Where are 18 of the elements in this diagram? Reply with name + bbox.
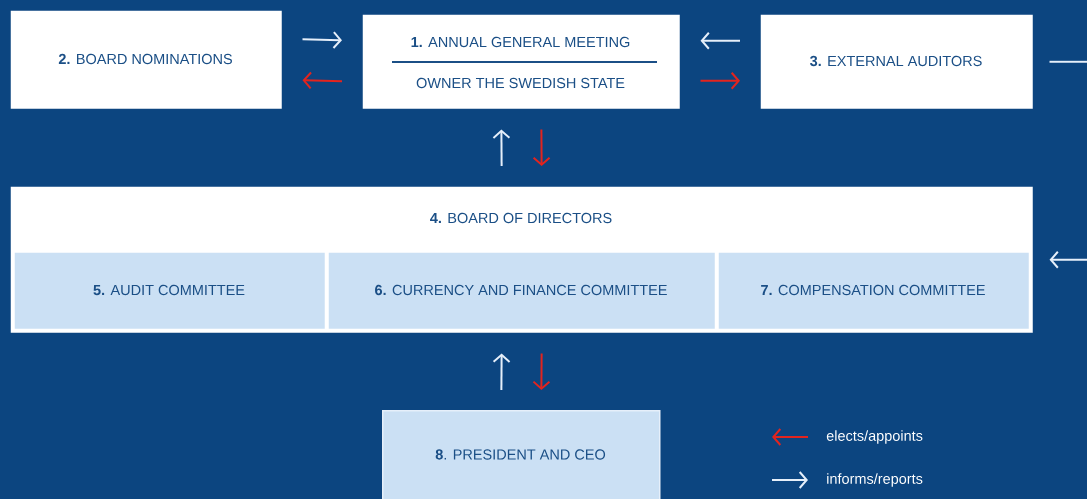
arrow <box>492 353 511 391</box>
arrow <box>1048 60 1087 269</box>
committee-box: 5. AUDIT COMMITTEE <box>14 252 325 329</box>
org-box: 8. PRESIDENT AND CEO <box>382 410 661 499</box>
arrow <box>301 31 342 50</box>
org-box: 2. BOARD NOMINATIONS <box>10 10 282 109</box>
org-box: 1. ANNUAL GENERAL MEETING OWNER THE SWEDISH STATE <box>362 14 680 109</box>
committee-box: 6. CURRENCY AND FINANCE COMMITTEE <box>328 252 715 329</box>
arrow <box>532 128 551 166</box>
arrow <box>699 71 740 90</box>
committee-box: 7. COMPENSATION COMMITTEE <box>718 252 1029 329</box>
org-box: 3. EXTERNAL AUDITORS <box>760 14 1033 109</box>
legend-label: informs/reports <box>827 473 923 487</box>
arrow <box>302 71 343 90</box>
arrow <box>700 31 741 50</box>
arrow <box>532 352 551 390</box>
arrow <box>492 129 511 167</box>
legend-label: elects/appoints <box>826 430 923 444</box>
